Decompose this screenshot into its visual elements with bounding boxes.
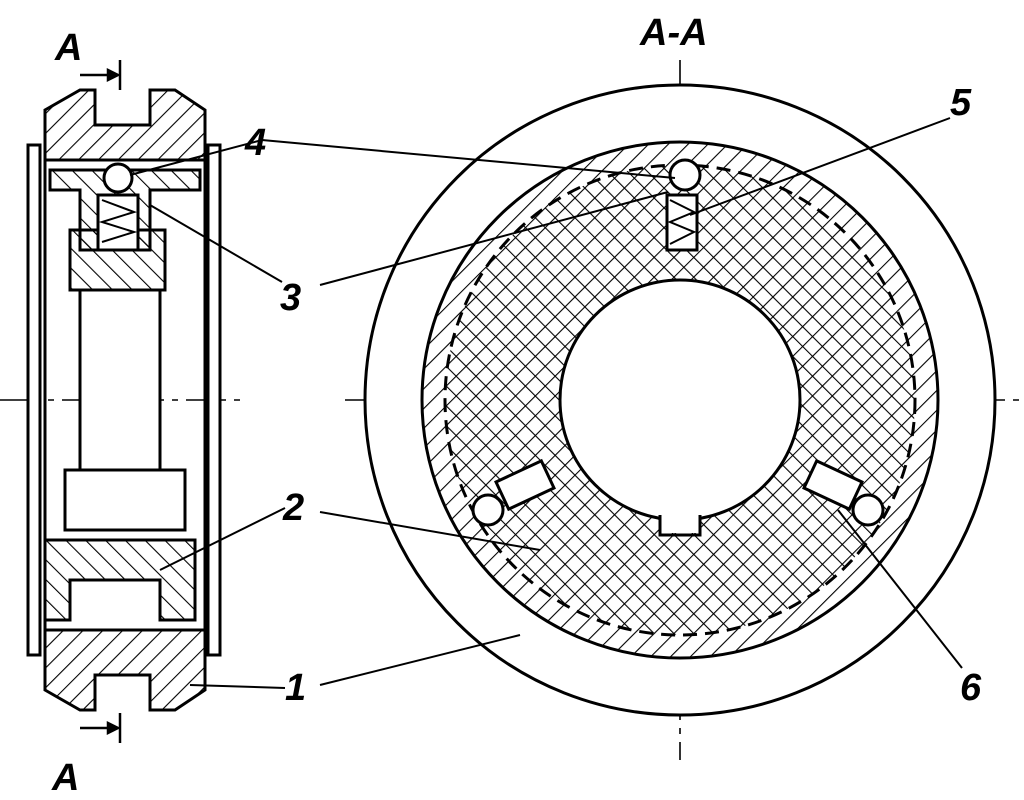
section-mark-bottom: A xyxy=(51,757,79,799)
section-title: A-A xyxy=(639,12,708,54)
leader-lines xyxy=(129,117,963,689)
callout-4: 4 xyxy=(244,122,266,164)
section-aa-view xyxy=(363,83,997,717)
section-arrows xyxy=(80,60,122,743)
section-mark-top: A xyxy=(54,27,82,69)
callout-1: 1 xyxy=(285,667,306,709)
callout-5: 5 xyxy=(950,82,972,124)
callout-6: 6 xyxy=(960,667,982,709)
callout-2: 2 xyxy=(282,487,304,529)
bore xyxy=(558,278,802,522)
side-section-view xyxy=(26,88,222,712)
callout-3: 3 xyxy=(280,277,301,319)
